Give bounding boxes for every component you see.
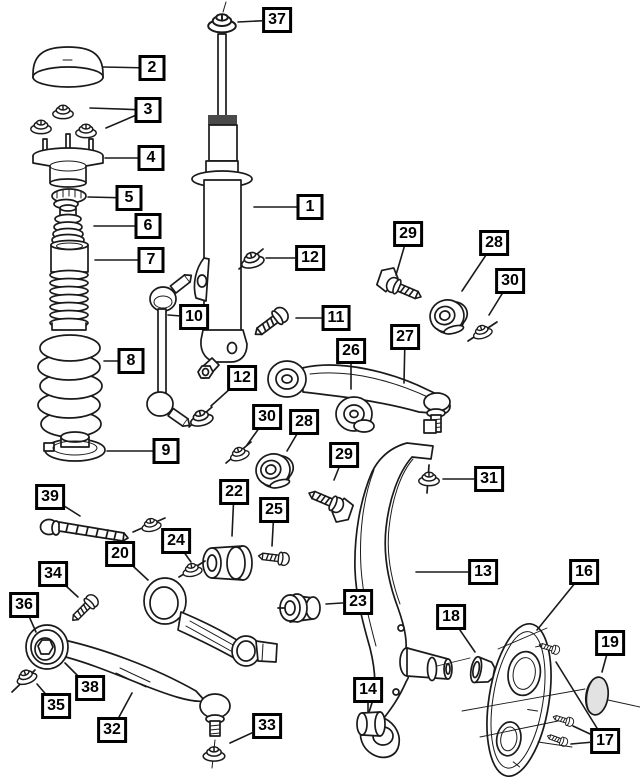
strut-illustration [191, 33, 253, 379]
callout-30[interactable]: 30 [252, 404, 282, 430]
uca-nut-30a [467, 321, 498, 342]
lca-bolt-34 [67, 591, 102, 626]
callout-28[interactable]: 28 [479, 230, 509, 256]
callout-18[interactable]: 18 [436, 604, 466, 630]
callout-19[interactable]: 19 [595, 630, 625, 656]
lateral-arm-illustration [143, 577, 278, 667]
clevis-bolt-11 [249, 303, 292, 342]
leader-line-17 [555, 661, 606, 742]
knuckle-nut-31 [418, 464, 440, 494]
callout-36[interactable]: 36 [9, 592, 39, 618]
callout-2[interactable]: 2 [138, 55, 166, 81]
jounce-bumper-illustration [51, 204, 85, 247]
tension-strut-illustration [25, 624, 231, 737]
lca-bolt-25 [257, 548, 291, 567]
callout-14[interactable]: 14 [353, 677, 383, 703]
hub-nut-18 [469, 655, 496, 684]
callout-29[interactable]: 29 [393, 221, 423, 247]
callout-35[interactable]: 35 [41, 693, 71, 719]
callout-1[interactable]: 1 [296, 194, 324, 220]
callout-28[interactable]: 28 [289, 409, 319, 435]
callout-31[interactable]: 31 [474, 466, 504, 492]
callout-33[interactable]: 33 [252, 713, 282, 739]
upper-control-arm-illustration [267, 360, 451, 434]
callout-3[interactable]: 3 [134, 97, 162, 123]
coil-spring-illustration [37, 334, 103, 438]
callout-34[interactable]: 34 [38, 561, 68, 587]
dust-boot-illustration [49, 239, 89, 331]
bushing-23 [277, 593, 321, 623]
callout-13[interactable]: 13 [468, 559, 498, 585]
callout-11[interactable]: 11 [321, 305, 351, 331]
callout-26[interactable]: 26 [336, 338, 366, 364]
callout-39[interactable]: 39 [35, 484, 65, 510]
cap-19 [584, 676, 610, 716]
callout-8[interactable]: 8 [117, 348, 145, 374]
uca-bushing-28a [425, 294, 473, 340]
callout-10[interactable]: 10 [179, 304, 209, 330]
callout-6[interactable]: 6 [134, 213, 162, 239]
callout-27[interactable]: 27 [390, 324, 420, 350]
cap-illustration [32, 46, 104, 88]
callout-16[interactable]: 16 [569, 559, 599, 585]
mount-nuts-illustration [30, 104, 97, 139]
callout-5[interactable]: 5 [115, 185, 143, 211]
clevis-nut-12b [187, 406, 216, 430]
callout-30[interactable]: 30 [495, 268, 525, 294]
knuckle-bushing-14 [356, 711, 386, 737]
callout-4[interactable]: 4 [137, 145, 165, 171]
callout-25[interactable]: 25 [259, 497, 289, 523]
nut-24a [132, 516, 166, 534]
callout-20[interactable]: 20 [105, 541, 135, 567]
lca-bushing-28b [251, 448, 299, 494]
stabilizer-link-illustration [146, 274, 193, 428]
nut-24b [178, 560, 206, 579]
knuckle-illustration [354, 442, 453, 759]
centerline-top [222, 1, 227, 13]
callout-24[interactable]: 24 [161, 528, 191, 554]
alignment-lines [436, 627, 640, 748]
knuckle-spindle [399, 647, 453, 682]
callout-23[interactable]: 23 [343, 589, 373, 615]
callout-38[interactable]: 38 [75, 675, 105, 701]
long-bolt-39 [39, 518, 129, 542]
callout-37[interactable]: 37 [262, 7, 292, 33]
ball-joint-nut-33 [202, 739, 226, 769]
nut-35 [11, 666, 39, 693]
callout-12[interactable]: 12 [295, 245, 325, 271]
callout-17[interactable]: 17 [590, 728, 620, 754]
callout-32[interactable]: 32 [97, 717, 127, 743]
lca-bushing-22 [202, 545, 253, 581]
callout-29[interactable]: 29 [329, 442, 359, 468]
lca-bolt-29b [305, 485, 355, 523]
callout-12[interactable]: 12 [227, 365, 257, 391]
callout-22[interactable]: 22 [219, 479, 249, 505]
strut-mount-illustration [32, 133, 104, 188]
splash-shield-illustration [486, 622, 552, 777]
strut-clevis [200, 329, 248, 363]
uca-bolt-29a [375, 267, 425, 305]
strut-nut-12a [238, 248, 267, 272]
spring-seat-illustration [43, 431, 106, 462]
callout-9[interactable]: 9 [152, 438, 180, 464]
callout-7[interactable]: 7 [137, 247, 165, 273]
